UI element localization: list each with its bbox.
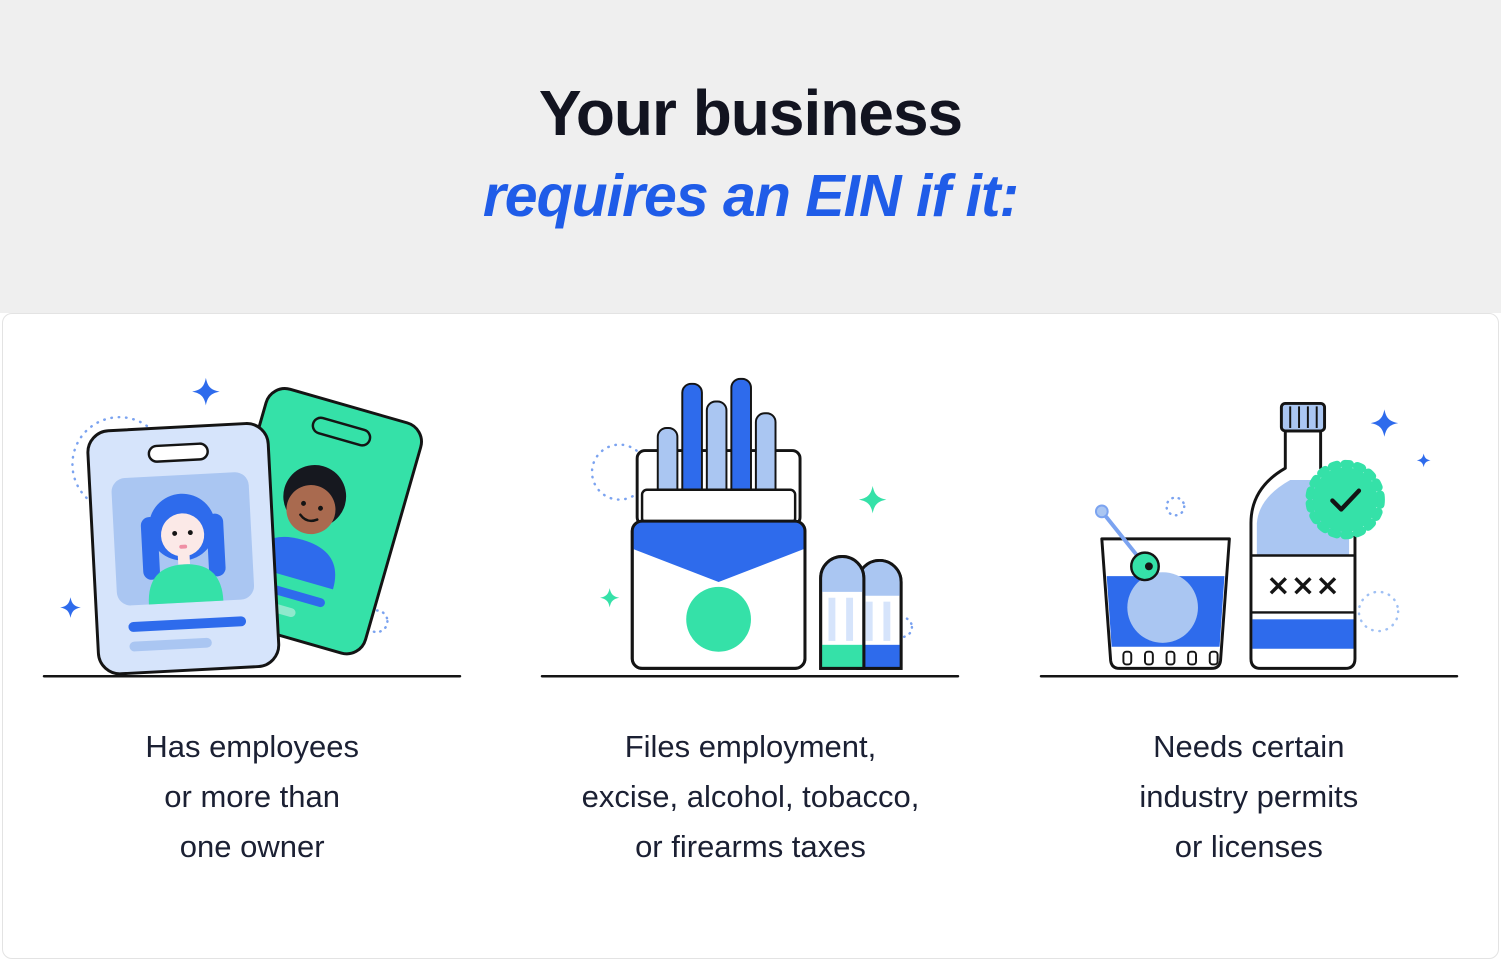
shell-left: [819, 555, 866, 670]
cigarette-pack: [631, 377, 807, 670]
caption-line: Needs certain: [1153, 729, 1345, 764]
blue-id-badge: [86, 422, 281, 676]
caption-line: or more than: [164, 779, 341, 814]
id-badges-icon: [42, 377, 462, 678]
liquor-bottle-icon: ×××: [1039, 401, 1459, 678]
check-icon: [1330, 488, 1361, 512]
sparkle-icon: [192, 377, 220, 406]
dotted-circle-small: [1165, 496, 1186, 517]
sparkle-icon: [600, 588, 620, 608]
sparkle-icon: [1416, 453, 1431, 468]
caption-line: Files employment,: [624, 729, 877, 764]
sparkle-icon: [60, 597, 81, 618]
shell-casings: [819, 555, 904, 670]
caption-line: industry permits: [1139, 779, 1359, 814]
cigarettes-illustration: [534, 374, 966, 688]
sparkle-icon: [859, 485, 887, 514]
title-line2: requires an EIN if it:: [482, 163, 1019, 229]
bottle-label-text: ×××: [1266, 568, 1340, 602]
sparkle-icon: [1370, 409, 1398, 437]
caption-line: one owner: [179, 829, 325, 864]
caption-line: excise, alcohol, tobacco,: [581, 779, 920, 814]
caption-line: Has employees: [145, 729, 359, 764]
cigarette-pack-icon: [541, 377, 960, 678]
shell-right: [856, 558, 904, 670]
dotted-circle: [1357, 590, 1400, 633]
alcohol-illustration: ×××: [1033, 374, 1465, 688]
title-line1: Your business: [538, 77, 963, 149]
header: Your business requires an EIN if it:: [0, 0, 1501, 313]
item-taxes: Files employment, excise, alcohol, tobac…: [501, 314, 999, 958]
approval-badge: [1305, 459, 1385, 540]
item-employees: Has employees or more than one owner: [3, 314, 501, 958]
item-permits: ×××: [1000, 314, 1498, 958]
caption-line: or licenses: [1174, 829, 1323, 864]
caption-line: or firearms taxes: [635, 829, 866, 864]
caption-permits: Needs certain industry permits or licens…: [1139, 722, 1358, 872]
caption-taxes: Files employment, excise, alcohol, tobac…: [582, 722, 920, 872]
dotted-circle-small: [364, 609, 389, 634]
id-badges-illustration: [36, 374, 468, 688]
caption-employees: Has employees or more than one owner: [145, 722, 359, 872]
whiskey-glass: [1094, 504, 1231, 670]
cocktail-pick: [1094, 504, 1160, 582]
content-panel: Has employees or more than one owner: [2, 313, 1499, 959]
